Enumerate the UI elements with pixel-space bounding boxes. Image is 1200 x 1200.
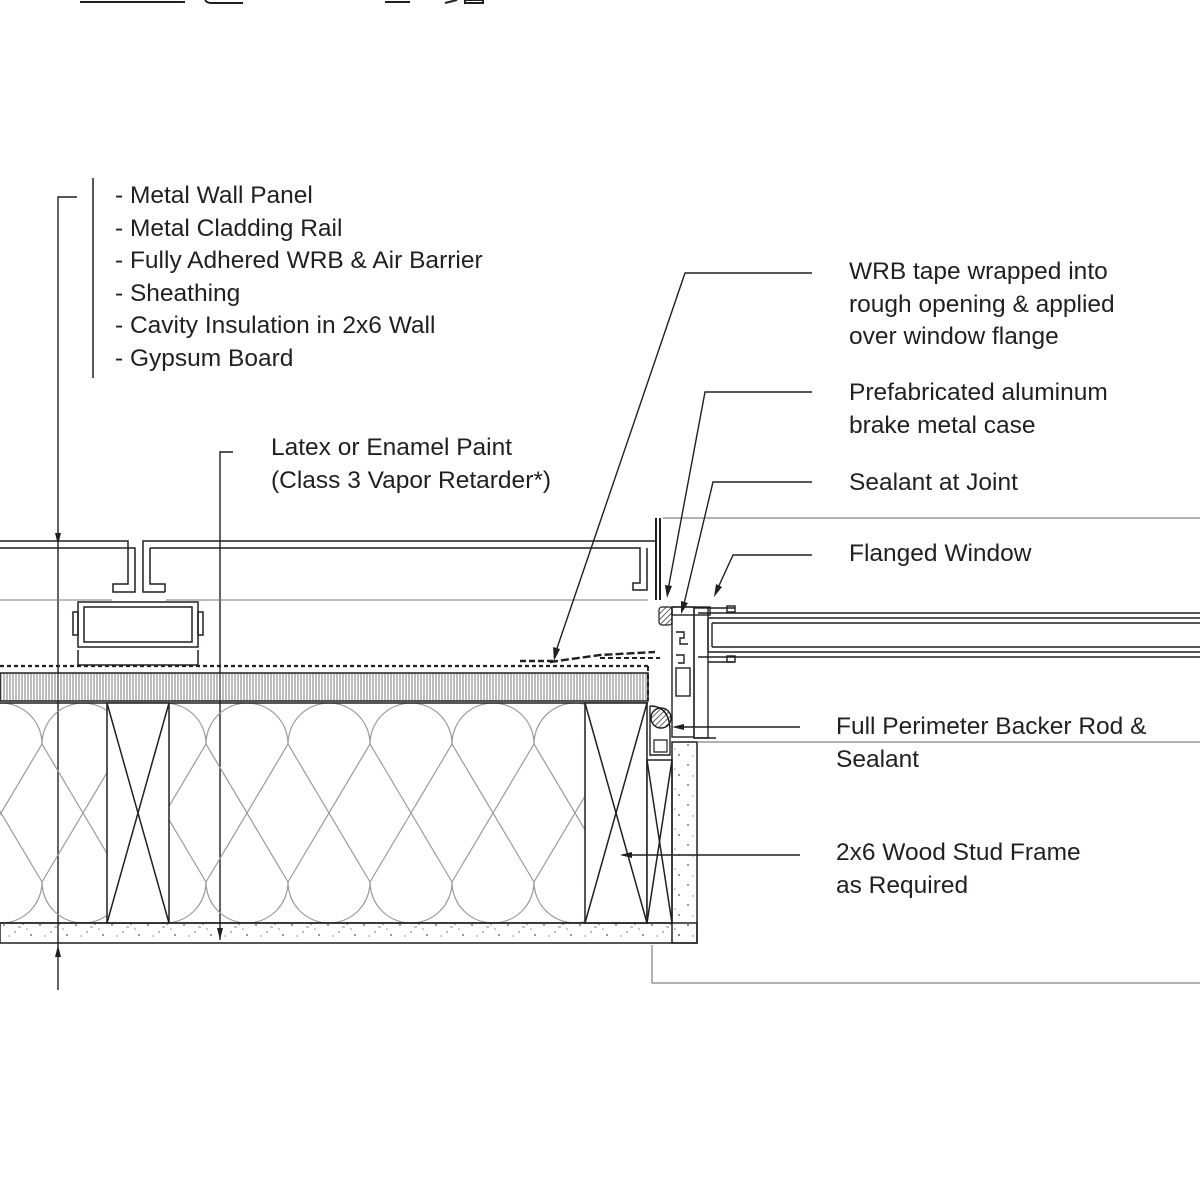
metal-wall-panel (0, 540, 657, 601)
paint-note-line: (Class 3 Vapor Retarder*) (271, 466, 552, 494)
callout-flanged-window: Flanged Window (849, 538, 1031, 571)
layer-item: - Metal Wall Panel (115, 182, 313, 209)
paint-note-line: Latex or Enamel Paint (271, 434, 513, 461)
layer-list-arrow-bottom (55, 945, 61, 957)
callout-line: Sealant (836, 745, 920, 773)
callout-line: 2x6 Wood Stud Frame (836, 839, 1081, 866)
layer-list: - Metal Wall Panel - Metal Cladding Rail… (115, 180, 483, 375)
callout-leaders (553, 272, 812, 856)
callout-line: Full Perimeter Backer Rod & (836, 713, 1147, 740)
paint-leader (219, 451, 233, 940)
cropped-top-fragment (80, 0, 484, 4)
brake-metal-case (655, 518, 661, 600)
callout-line: WRB tape wrapped into (849, 258, 1108, 285)
layer-item: - Metal Cladding Rail (115, 214, 343, 242)
layer-list-arrow-top (55, 533, 61, 545)
reference-lines (651, 517, 1200, 984)
insulation-loop (287, 703, 371, 923)
cladding-rail (72, 601, 204, 666)
wood-stud-right (584, 702, 648, 924)
callout-line: over window flange (849, 323, 1059, 350)
insulation-loop (369, 703, 453, 923)
gypsum-board (0, 741, 698, 944)
callout-line: Prefabricated aluminum (849, 379, 1108, 406)
insulation-loop (451, 703, 535, 923)
layer-item: - Gypsum Board (115, 344, 294, 372)
insulation-loop (205, 703, 289, 923)
callout-stud-frame: 2x6 Wood Stud Frame as Required (836, 837, 1081, 902)
layer-item: - Sheathing (115, 279, 241, 307)
sheathing (0, 672, 649, 702)
paint-note: Latex or Enamel Paint (Class 3 Vapor Ret… (271, 432, 551, 497)
wood-stud-jamb (646, 759, 673, 924)
callout-line: brake metal case (849, 411, 1036, 439)
callout-brake-metal: Prefabricated aluminum brake metal case (849, 377, 1108, 442)
sealant-joint (658, 606, 673, 626)
wood-stud-left (106, 702, 170, 924)
layer-item: - Cavity Insulation in 2x6 Wall (115, 312, 436, 339)
wrb-membrane (0, 650, 660, 700)
layer-list-leader (57, 196, 77, 990)
callout-line: Sealant at Joint (849, 469, 1018, 496)
callout-line: Flanged Window (849, 540, 1032, 567)
callout-arrowheads (553, 584, 722, 858)
insulation-loop (698, 703, 780, 923)
callout-sealant-joint: Sealant at Joint (849, 467, 1018, 500)
callout-wrb-tape: WRB tape wrapped into rough opening & ap… (849, 256, 1115, 354)
layer-item: - Fully Adhered WRB & Air Barrier (115, 247, 483, 274)
insulation-loop (0, 703, 43, 923)
backer-rod-sealant (649, 705, 672, 756)
flanged-window (671, 605, 1200, 739)
callout-line: rough opening & applied (849, 290, 1115, 318)
callout-line: as Required (836, 871, 969, 899)
callout-backer-rod: Full Perimeter Backer Rod & Sealant (836, 711, 1146, 776)
